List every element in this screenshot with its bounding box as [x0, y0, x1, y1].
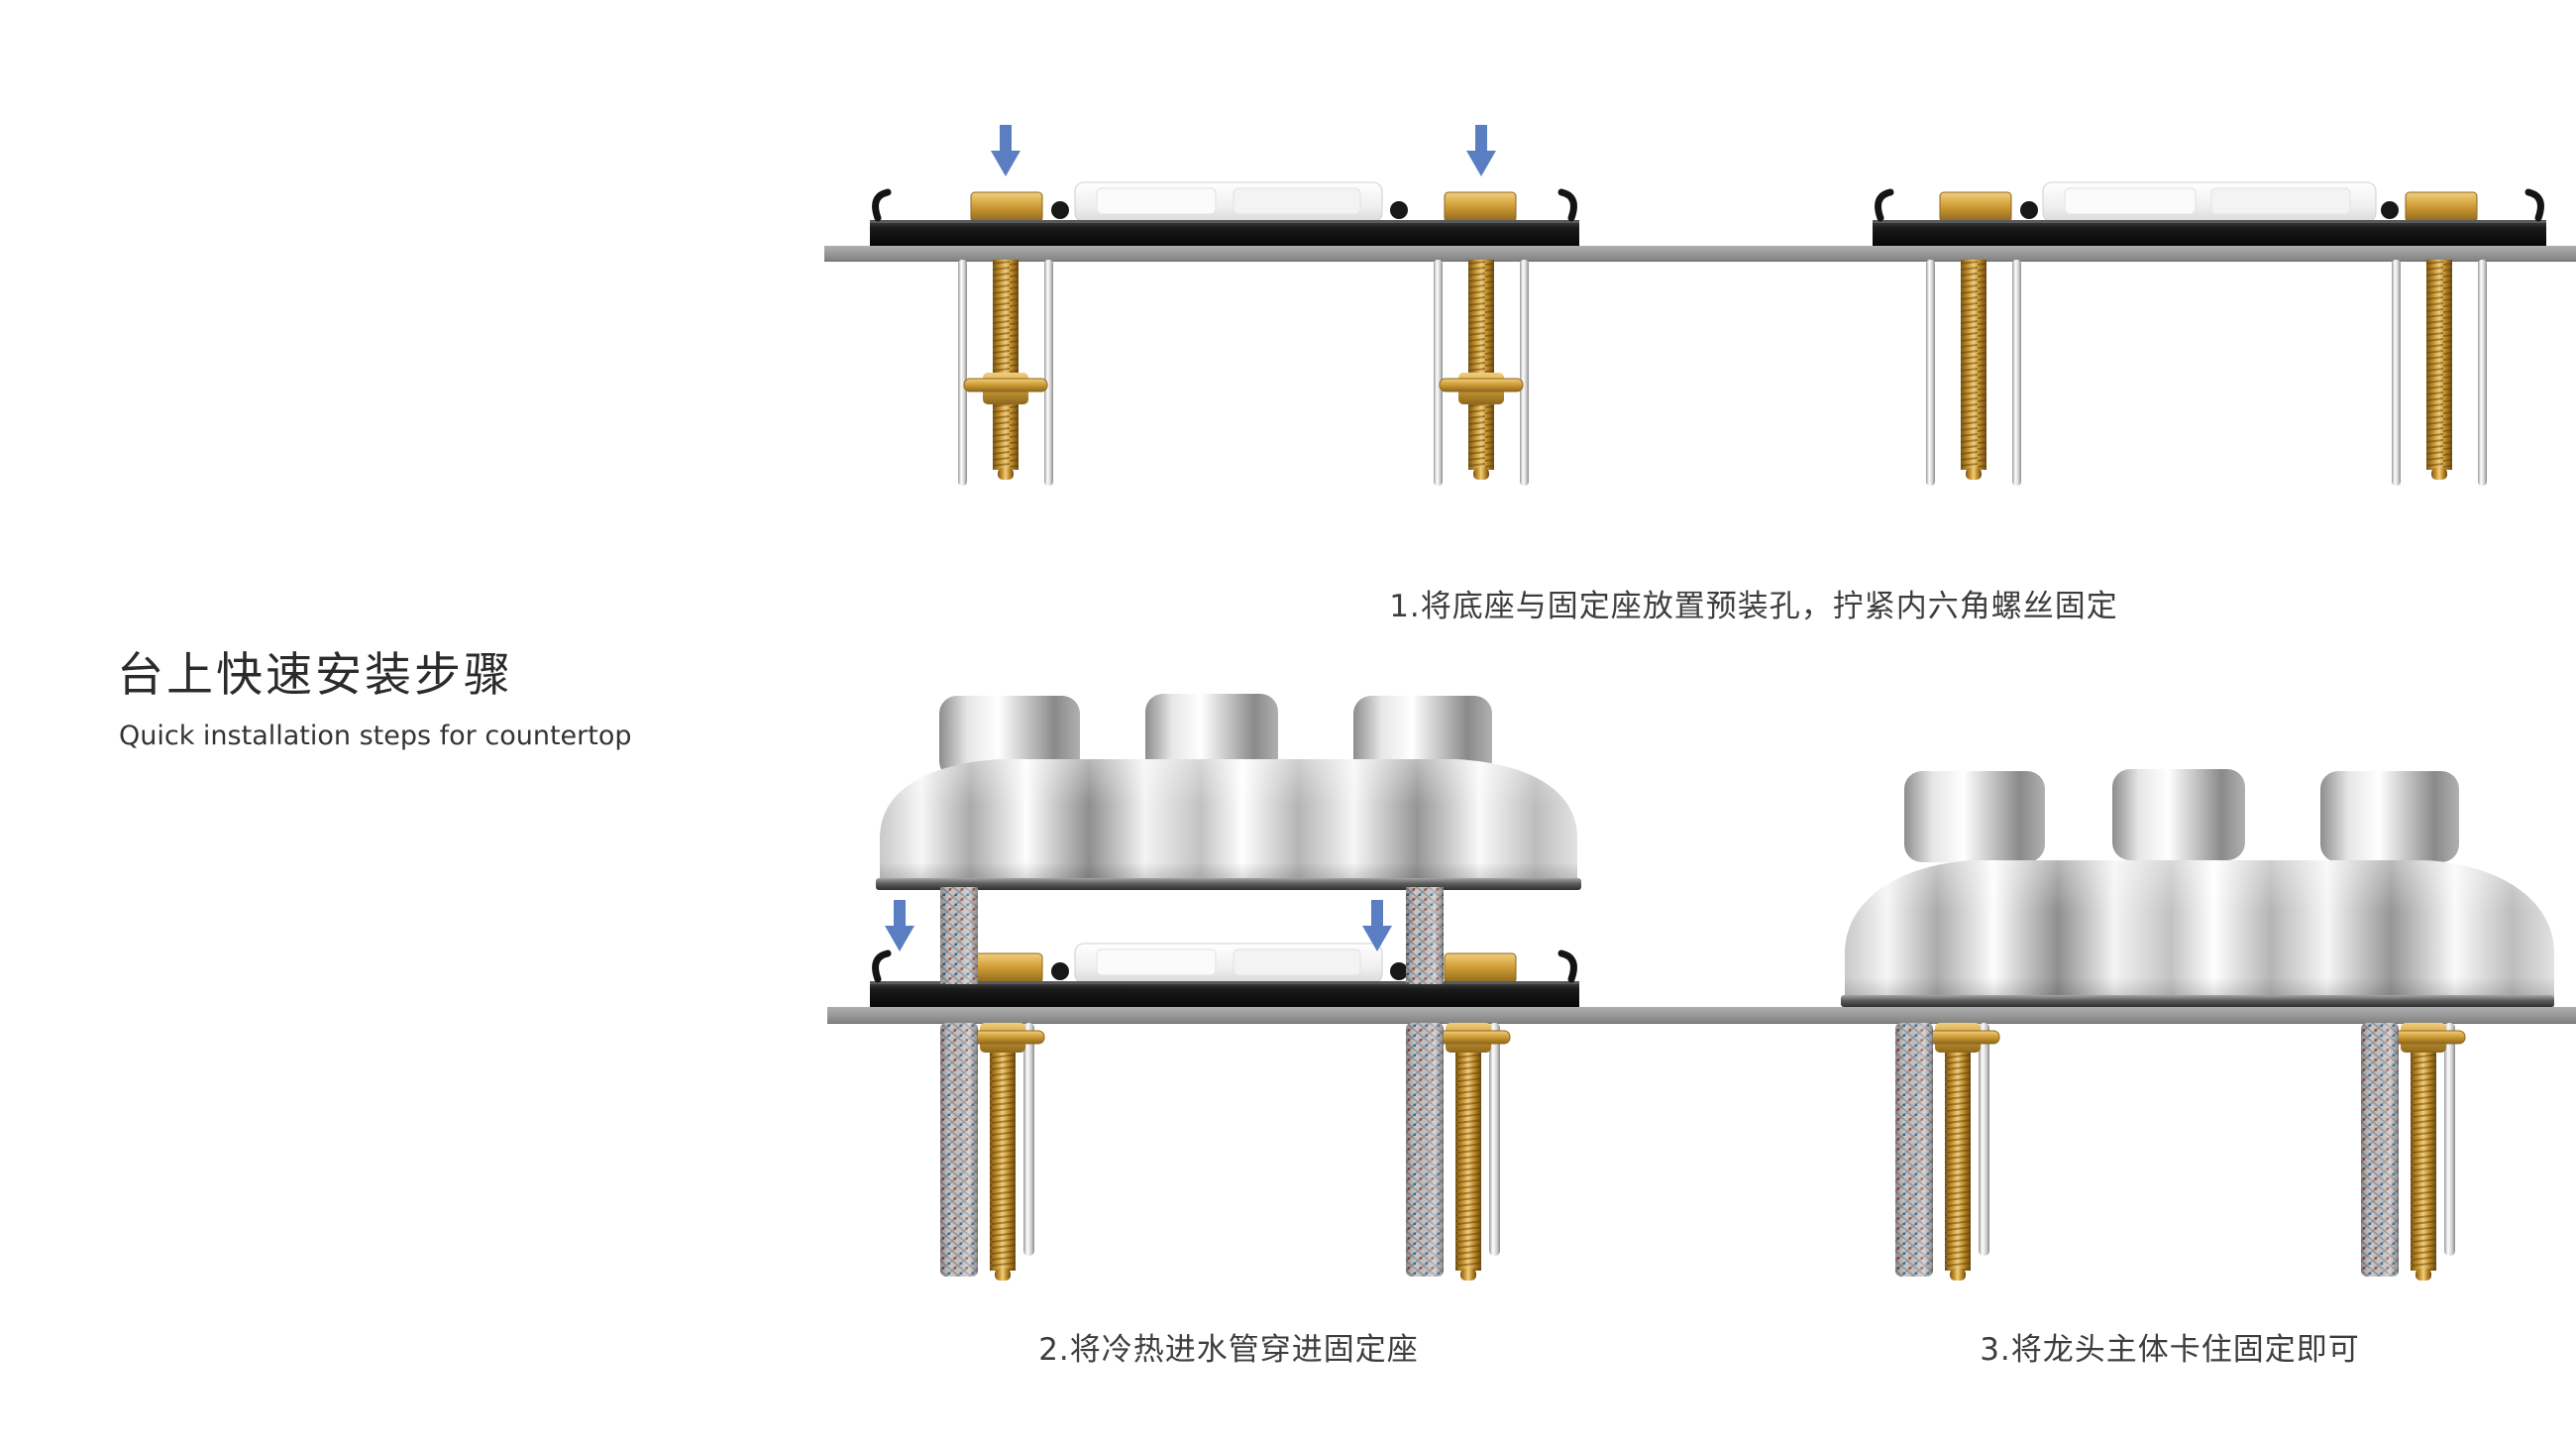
- brass-lock-nut: [963, 373, 1048, 404]
- brass-fitting: [2405, 191, 2478, 223]
- step-2-caption: 2.将冷热进水管穿进固定座: [1038, 1332, 1419, 1368]
- page-subtitle: Quick installation steps for countertop: [119, 721, 632, 751]
- hex-screw: [2020, 201, 2038, 219]
- hex-screw: [1390, 962, 1408, 980]
- plastic-housing: [1074, 943, 1383, 984]
- hex-screw: [1051, 201, 1069, 219]
- hose-and-stud-below-counter: [2360, 1022, 2466, 1282]
- threaded-mounting-stud: [1926, 260, 2021, 486]
- hose-and-stud-below-counter: [939, 1022, 1045, 1282]
- hex-screw: [1051, 962, 1069, 980]
- step-1-caption: 1.将底座与固定座放置预装孔，拧紧内六角螺丝固定: [1389, 589, 2118, 624]
- brass-fitting: [1444, 191, 1517, 223]
- step-1-loose-base-illustration: [870, 125, 1579, 486]
- spout-stub: [1145, 694, 1278, 777]
- hose-and-stud-below-counter: [1894, 1022, 2000, 1282]
- mounting-plate: [870, 188, 1579, 246]
- step-1-tightened-base-illustration: [1873, 181, 2546, 486]
- brass-lock-nut: [1439, 373, 1524, 404]
- faucet-body: [876, 694, 1581, 890]
- handle-stub-right: [1353, 696, 1492, 779]
- countertop-surface-top: [824, 246, 2576, 261]
- brass-fitting: [1444, 952, 1517, 984]
- page-title: 台上快速安装步骤: [117, 648, 513, 703]
- handle-stub-left: [939, 696, 1080, 779]
- hex-screw: [1390, 201, 1408, 219]
- hose-and-stud-below-counter: [1405, 1022, 1511, 1282]
- mounting-plate: [870, 949, 1579, 1007]
- hex-screw: [2381, 201, 2399, 219]
- press-down-arrow-icon: [1466, 125, 1496, 176]
- step-2-hoses-through-base-illustration: [870, 694, 1581, 1282]
- mounting-plate: [1873, 188, 2546, 246]
- brass-fitting: [970, 191, 1043, 223]
- countertop-surface-bottom: [827, 1007, 2576, 1023]
- step-3-body-fixed-illustration: [1841, 769, 2554, 1282]
- step-3-caption: 3.将龙头主体卡住固定即可: [1980, 1332, 2360, 1368]
- spout-stub: [2112, 769, 2245, 860]
- threaded-mounting-stud: [2392, 260, 2487, 486]
- plastic-housing: [1074, 181, 1383, 223]
- faucet-body: [1841, 769, 2554, 1007]
- brass-fitting: [1939, 191, 2012, 223]
- intro-block: 台上快速安装步骤 Quick installation steps for co…: [117, 636, 631, 751]
- brass-fitting: [970, 952, 1043, 984]
- supply-hose-upper: [940, 887, 1444, 984]
- press-down-arrow-icon: [885, 900, 914, 951]
- plastic-housing: [2042, 181, 2377, 223]
- press-down-arrow-icon: [991, 125, 1020, 176]
- handle-stub-left: [1904, 771, 2045, 862]
- handle-stub-right: [2320, 771, 2459, 862]
